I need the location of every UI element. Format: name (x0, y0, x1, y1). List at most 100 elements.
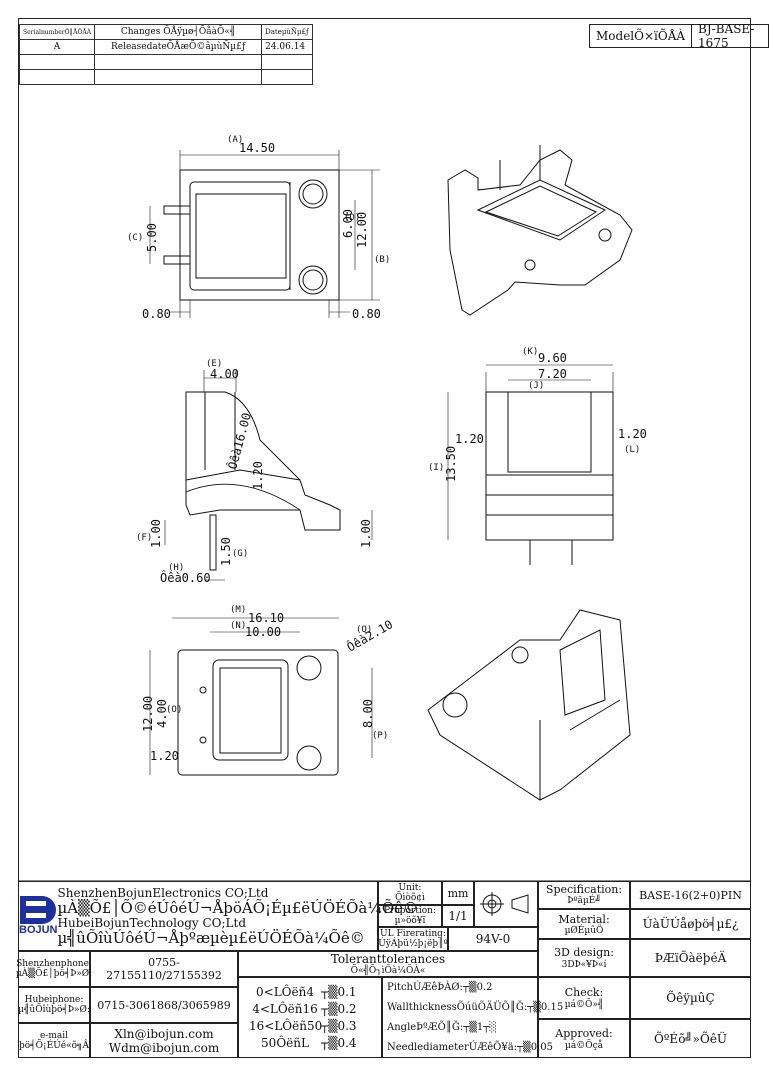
proportion-value: 1/1 (442, 905, 474, 927)
tol-cn: Õ«╣Õ┐ìÕà¼ÕÀ« (350, 965, 426, 976)
dim-Q: Ôêà2.10 (344, 616, 395, 654)
tol-angle: AngleÞºÆÕ║Ğ:┬▒1┬░ (387, 1021, 498, 1033)
dim-letter-M: (M) (230, 605, 246, 615)
tol-ranges-cell: 0<LÔëñ4┬▒0.1 4<LÔëñ16┬▒0.2 16<LÔëñ50┬▒0.… (238, 977, 382, 1058)
dim-letter-C: (C) (127, 233, 143, 243)
tol-value: ┬▒0.1 (321, 984, 357, 999)
dim-A: 14.50 (239, 141, 275, 155)
dim-letter-N: (N) (230, 621, 246, 631)
sz-phone: 0755-27155110/27155392 (90, 951, 238, 987)
dim-P: 8.00 (361, 699, 375, 728)
model-value: BJ-BASE-1675 (698, 22, 755, 50)
bottom-view (149, 617, 373, 776)
dim-letter-G: (G) (232, 549, 248, 559)
proportion-cn: µ»öõ¥ï (394, 916, 426, 926)
company-cell: BOJUN ShenzhenBojunElectronics CO;Ltd µÀ… (18, 881, 418, 951)
dim-O: 4.00 (155, 699, 169, 728)
logo: BOJUN (19, 896, 58, 936)
tol-spec-cell: PitchÚÆêÞÀØ:┬▒0.2 WallthicknessÕúüÕÄÜÕ║Ğ… (382, 977, 563, 1058)
logo-text: BOJUN (19, 924, 58, 936)
approved-label: Approved: (555, 1026, 613, 1040)
email-2[interactable]: Wdm@ibojun.com (108, 1040, 220, 1055)
dim-right100: 1.00 (359, 519, 373, 548)
side-view (164, 370, 373, 581)
approved-value: ÕºÉõ╝»ÕêÜ (630, 1019, 751, 1058)
dim-J: 7.20 (538, 367, 567, 381)
unit-cn: Õìòõ¢ì (395, 893, 425, 903)
tol-range: 4<LÔëñ16 (252, 1001, 318, 1016)
projection-symbol-icon (474, 881, 538, 927)
company-en2: HubeiBojunTechnology CO;Ltd (57, 916, 246, 930)
email-label: e-mail (39, 1030, 69, 1041)
fire-label: UL Firerating: (380, 929, 446, 939)
hb-phone-label-cell: Hubeiphone: µ╣ûÕîùþö╡Þ»Ø: (18, 987, 90, 1023)
dim-C: 5.00 (145, 223, 159, 252)
tol-range: 16<LÔëñ50 (249, 1018, 323, 1033)
dim-F: 1.00 (149, 519, 163, 548)
dim-letter-D: (D) (344, 213, 360, 223)
dim-B: 12.00 (355, 212, 369, 248)
dim-wall-right: 1.20 (618, 427, 647, 441)
rev-cell (94, 69, 263, 85)
sz-phone-label-cell: Shenzhenphone: µÀ▒Õ£│þö╡Þ»Ø: (15, 951, 93, 987)
tol-pitch: PitchÚÆêÞÀØ:┬▒0.2 (387, 981, 493, 993)
material-cn: µØÉµûÖ (564, 925, 604, 936)
check-label-cell: Check: µá©Õ»╣ (538, 977, 630, 1019)
revision-table: SerialnumberÕ║ÅÕÅÀ Changes ÕÅÿµø┤ÕåàÕ«╣ … (18, 24, 313, 85)
dim-letter-H: (H) (168, 563, 184, 573)
dim-letter-I: (I) (428, 463, 444, 473)
company-cn1: µÀ▒Õ£│Õ©éÚôéÚ¬ÅþöÁÕ¡Éµ£ëÚÖÉÕà¼Õê© (57, 899, 419, 917)
proportion-label-cell: Proportion: µ»öõ¥ï (378, 905, 442, 927)
dim-I: 13.50 (444, 446, 458, 482)
dim-left-80: 0.80 (142, 307, 171, 321)
model-box: ModelÕ×ïÕÅÀ BJ-BASE-1675 (589, 22, 769, 50)
approved-cn: µá©Õçå (565, 1040, 603, 1051)
spec-cn: ÞºäµÉ╝ (567, 896, 601, 906)
dim-letter-F: (F) (136, 533, 152, 543)
dim-H: Ôêà0.60 (160, 570, 211, 585)
dim-M: 16.10 (248, 611, 284, 625)
rev-cell (261, 69, 313, 85)
dim-N: 10.00 (245, 625, 281, 639)
check-value: ÕêÿµûÇ (630, 977, 751, 1019)
email-1[interactable]: Xln@ibojun.com (114, 1026, 214, 1041)
email-cell: Xln@ibojun.com Wdm@ibojun.com (90, 1023, 238, 1058)
unit-label: Unit: (398, 883, 422, 893)
sz-phone-cn: µÀ▒Õ£│þö╡Þ»Ø: (15, 969, 93, 979)
dim-bot120: 1.20 (150, 749, 179, 763)
design-value: ÞÆïÕàëþéÄ (630, 939, 751, 977)
dim-letter-P: (P) (372, 731, 388, 741)
dim-letter-K: (K) (522, 347, 538, 357)
dim-D: 6.00 (341, 209, 355, 238)
material-label: Material: (558, 912, 610, 926)
email-cn: þö╡Õ¡ÉÚé«õ╗Â (19, 1040, 89, 1051)
proportion-label: Proportion: (383, 906, 436, 916)
rev-cell (18, 69, 96, 85)
tol-wall: WallthicknessÕúüÕÄÜÕ║Ğ:┬▒0.15 (387, 1001, 564, 1013)
spec-value: BASE-16(2+0)PIN (630, 881, 751, 909)
dim-letter-B: (B) (374, 255, 390, 265)
title-block: BOJUN ShenzhenBojunElectronics CO;Ltd µÀ… (15, 881, 751, 1058)
unit-label-cell: Unit: Õìòõ¢ì (378, 881, 442, 905)
front-view (447, 364, 614, 565)
spec-label: Specification: (545, 883, 623, 896)
tol-range: 0<LÔëñ4 (256, 984, 314, 999)
dim-right-80: 0.80 (352, 307, 381, 321)
email-label-cell: e-mail þö╡Õ¡ÉÚé«õ╗Â (18, 1023, 90, 1058)
dim-letter-E: (E) (206, 359, 222, 369)
iso-view-top (447, 145, 633, 316)
dim-letter-Q: (Q) (356, 625, 372, 635)
sz-phone-label: Shenzhenphone: (16, 959, 92, 969)
material-value: ÚàÜÚåøþö╡µ£¿ (630, 909, 751, 939)
dim-letter-L: (L) (624, 445, 640, 455)
dim-letter-A: (A) (227, 135, 243, 145)
dim-radius16: Ôêà16.00 (224, 411, 253, 471)
dim-wall-left: 1.20 (455, 432, 484, 446)
hb-phone: 0715-3061868/3065989 (90, 987, 238, 1023)
dim-bot12: 12.00 (141, 696, 155, 732)
hb-phone-label: Hubeiphone: (24, 995, 84, 1005)
hb-phone-cn: µ╣ûÕîùþö╡Þ»Ø: (18, 1005, 90, 1015)
tol-value: ┬▒0.3 (321, 1018, 357, 1033)
tol-title: Toleranttolerances (330, 951, 446, 966)
